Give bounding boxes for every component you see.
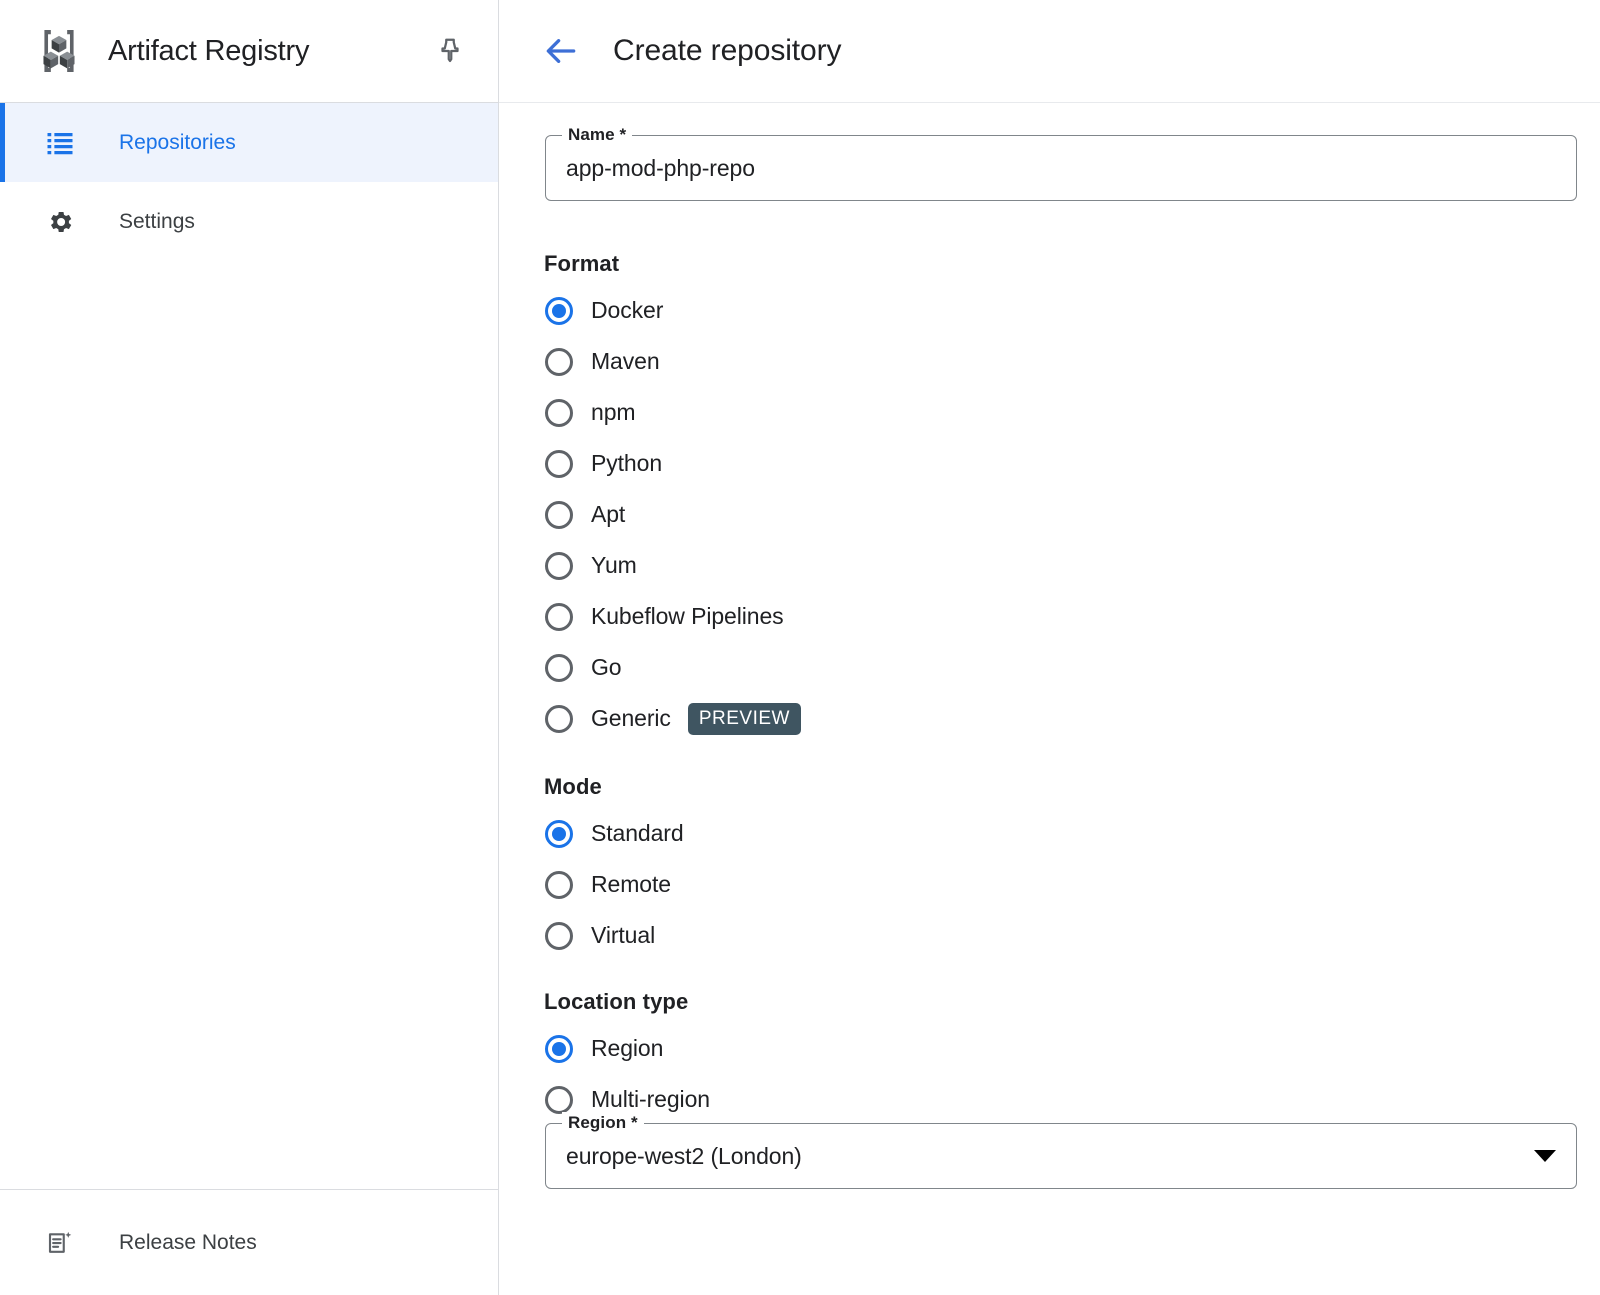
mode-radio-group: Mode Standard Remote Virtual (544, 774, 684, 961)
main-content: Create repository Name * app-mod-php-rep… (499, 0, 1600, 1295)
radio-icon[interactable] (545, 870, 573, 899)
radio-icon[interactable] (545, 398, 573, 427)
name-field-label: Name * (562, 124, 633, 146)
sidebar-item-label: Repositories (119, 130, 236, 154)
location-type-radio-group: Location type Region Multi-region (544, 989, 710, 1125)
list-icon (44, 127, 76, 159)
format-option-generic[interactable]: Generic PREVIEW (544, 693, 801, 744)
mode-option-remote[interactable]: Remote (544, 859, 684, 910)
radio-label: Yum (591, 552, 637, 578)
radio-icon[interactable] (545, 500, 573, 529)
radio-label: Maven (591, 348, 660, 374)
radio-label: Standard (591, 820, 684, 846)
radio-label: Multi-region (591, 1086, 710, 1112)
format-option-python[interactable]: Python (544, 438, 801, 489)
mode-group-title: Mode (544, 774, 602, 799)
format-option-kubeflow-pipelines[interactable]: Kubeflow Pipelines (544, 591, 801, 642)
release-notes-item[interactable]: Release Notes (0, 1189, 498, 1295)
format-option-maven[interactable]: Maven (544, 336, 801, 387)
preview-badge: PREVIEW (687, 702, 801, 735)
gear-icon (44, 206, 76, 238)
radio-icon[interactable] (545, 1034, 573, 1063)
radio-icon[interactable] (545, 551, 573, 580)
radio-icon[interactable] (545, 819, 573, 848)
radio-icon[interactable] (545, 296, 573, 325)
location-type-option-multi-region[interactable]: Multi-region (544, 1074, 710, 1125)
radio-icon[interactable] (545, 449, 573, 478)
artifact-registry-logo-icon (28, 20, 90, 82)
sidebar-spacer (0, 261, 498, 1189)
format-option-docker[interactable]: Docker (544, 285, 801, 336)
radio-label: Docker (591, 297, 664, 323)
radio-label: Go (591, 654, 622, 680)
form-area: Name * app-mod-php-repo Format Docker Ma… (499, 103, 1600, 1295)
product-title: Artifact Registry (108, 34, 310, 67)
format-radio-group: Format Docker Maven npm Python (544, 251, 801, 744)
radio-label: Kubeflow Pipelines (591, 603, 784, 629)
mode-option-virtual[interactable]: Virtual (544, 910, 684, 961)
name-field-value: app-mod-php-repo (566, 154, 755, 181)
radio-label: Virtual (591, 922, 656, 948)
radio-label: Generic (591, 705, 671, 731)
sidebar-header: Artifact Registry (0, 0, 498, 103)
radio-icon[interactable] (545, 704, 573, 733)
sidebar-nav: Repositories Settings (0, 103, 498, 261)
radio-label: Python (591, 450, 663, 476)
format-option-go[interactable]: Go (544, 642, 801, 693)
mode-option-standard[interactable]: Standard (544, 808, 684, 859)
chevron-down-icon[interactable] (1534, 1150, 1556, 1162)
location-type-option-region[interactable]: Region (544, 1023, 710, 1074)
arrow-left-icon[interactable] (538, 28, 584, 74)
format-option-npm[interactable]: npm (544, 387, 801, 438)
region-select[interactable]: Region * europe-west2 (London) (545, 1112, 1577, 1189)
format-option-yum[interactable]: Yum (544, 540, 801, 591)
region-select-value: europe-west2 (London) (566, 1142, 802, 1169)
sidebar-item-repositories[interactable]: Repositories (0, 103, 498, 182)
radio-label: Remote (591, 871, 671, 897)
radio-label: npm (591, 399, 636, 425)
release-notes-label: Release Notes (119, 1230, 257, 1254)
radio-icon[interactable] (545, 1085, 573, 1114)
radio-icon[interactable] (545, 921, 573, 950)
release-notes-icon (44, 1227, 76, 1259)
region-select-label: Region * (562, 1112, 644, 1134)
radio-label: Apt (591, 501, 626, 527)
format-group-title: Format (544, 251, 620, 276)
sidebar: Artifact Registry (0, 0, 499, 1295)
page-title: Create repository (613, 34, 842, 67)
sidebar-item-settings[interactable]: Settings (0, 182, 498, 261)
name-field[interactable]: Name * app-mod-php-repo (545, 124, 1577, 201)
radio-label: Region (591, 1035, 664, 1061)
radio-icon[interactable] (545, 347, 573, 376)
format-option-apt[interactable]: Apt (544, 489, 801, 540)
sidebar-item-label: Settings (119, 209, 195, 233)
page-header: Create repository (499, 0, 1600, 103)
radio-icon[interactable] (545, 602, 573, 631)
location-type-group-title: Location type (544, 989, 689, 1014)
pin-icon[interactable] (428, 29, 472, 73)
radio-icon[interactable] (545, 653, 573, 682)
